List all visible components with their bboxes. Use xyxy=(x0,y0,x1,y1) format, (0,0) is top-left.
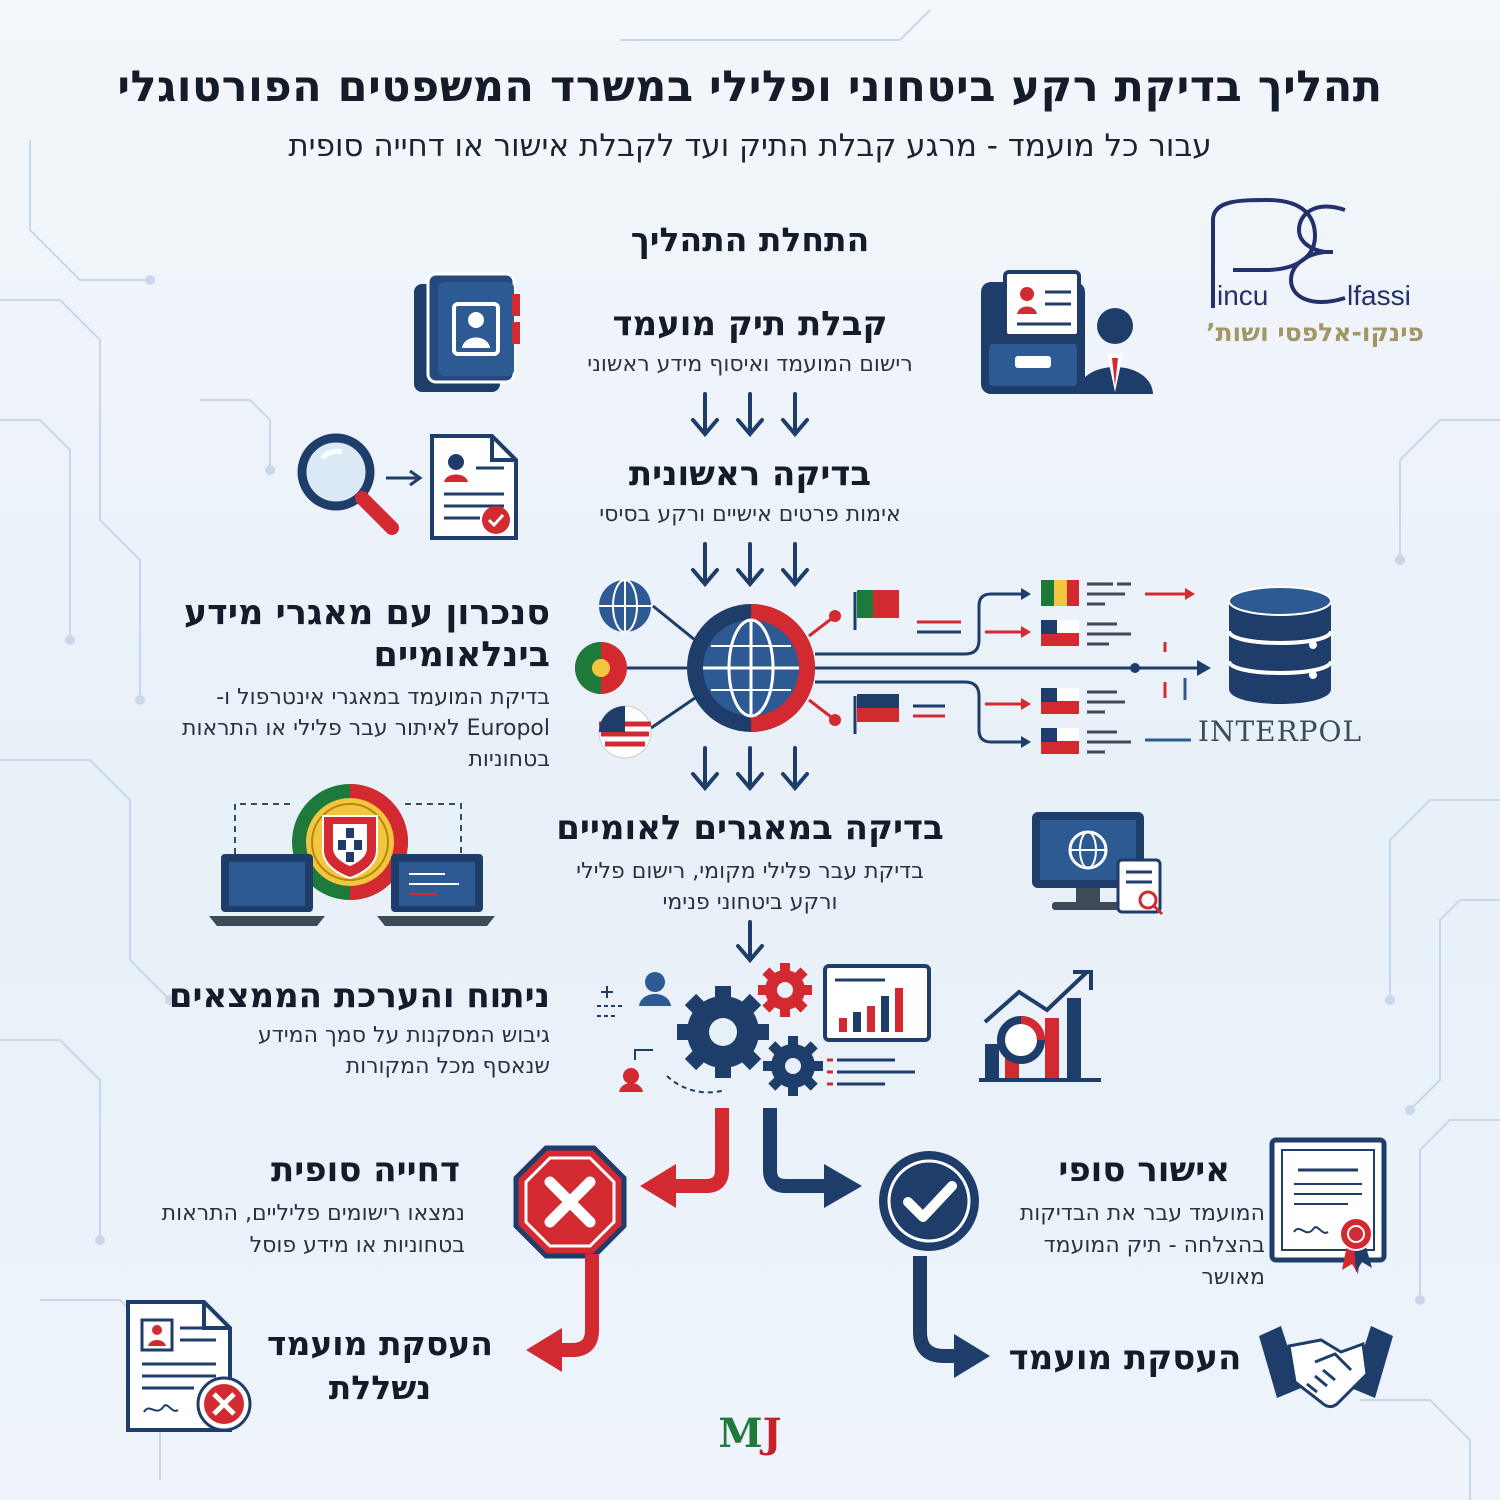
gears-analysis-illustration xyxy=(597,963,931,1096)
small-right-arrow xyxy=(386,469,423,487)
decision-branches xyxy=(640,1108,862,1208)
national-network-illustration xyxy=(209,784,495,926)
flag-icon xyxy=(853,590,899,734)
globe-hub-network xyxy=(575,579,1211,759)
approval-outcome-arrow xyxy=(913,1256,990,1378)
rejected-document-icon xyxy=(126,1300,252,1432)
logo-hebrew-name: פינקו-אלפסי ושות’ xyxy=(1205,318,1425,347)
step-3-desc: בדיקת המועמד במאגרי אינטרפול ו-Europol ל… xyxy=(182,685,550,772)
portugal-flag-icon xyxy=(575,642,627,694)
approval-desc: המועמד עבר את הבדיקות בהצלחה - תיק המועמ… xyxy=(1019,1201,1265,1290)
pe-monogram-icon xyxy=(1211,197,1346,308)
step-2-desc: אימות פרטים אישיים ורקע בסיסי xyxy=(599,502,901,527)
negative-outcome-label: העסקת מועמד נשללת xyxy=(267,1324,493,1407)
document-check-icon xyxy=(430,434,518,540)
rejection-title: דחייה סופית xyxy=(271,1150,460,1190)
logo-name-left: incu xyxy=(1217,280,1269,311)
magnifier-icon xyxy=(297,433,399,535)
portugal-emblem-icon xyxy=(292,784,408,900)
firm-logo: incu lfassi xyxy=(1195,196,1435,316)
globe-small-icon xyxy=(599,579,651,633)
rejection-desc: נמצאו רישומים פליליים, התראות בטחוניות א… xyxy=(161,1201,465,1258)
database-icon xyxy=(1227,586,1333,704)
country-flags xyxy=(1041,580,1079,754)
footer-logo-m: M xyxy=(718,1410,763,1457)
step-2-title: בדיקה ראשונית xyxy=(628,454,872,494)
check-circle-icon xyxy=(879,1151,979,1251)
gears-icon xyxy=(666,963,823,1096)
step-5-title: ניתוח והערכת הממצאים xyxy=(168,976,550,1016)
profile-folder-icon xyxy=(414,272,520,392)
monitor-globe-icon xyxy=(1032,812,1164,916)
globe-hub-icon xyxy=(687,604,815,732)
page-title: תהליך בדיקת רקע ביטחוני ופלילי במשרד המש… xyxy=(117,62,1383,112)
database-label: INTERPOL xyxy=(1197,715,1363,748)
report-chart-icon xyxy=(823,964,931,1086)
step-4-desc: בדיקת עבר פלילי מקומי, רישום פלילי ורקע … xyxy=(576,859,924,915)
positive-outcome-label: העסקת מועמד xyxy=(1008,1338,1242,1378)
stop-x-icon xyxy=(513,1145,627,1259)
certificate-icon xyxy=(1269,1137,1387,1274)
step-4-title: בדיקה במאגרים לאומיים xyxy=(556,808,944,848)
rejection-outcome-arrow xyxy=(526,1254,599,1372)
process-start-label: התחלת התהליך xyxy=(630,220,870,259)
handshake-icon xyxy=(1259,1326,1393,1409)
logo-name-right: lfassi xyxy=(1347,280,1411,311)
footer-logo: MJ xyxy=(700,1410,800,1457)
down-arrows-2 xyxy=(691,542,809,588)
down-arrows-1 xyxy=(691,392,809,438)
footer-logo-j: J xyxy=(762,1410,782,1457)
bar-chart-icon xyxy=(979,970,1101,1082)
laptop-icon xyxy=(209,854,325,926)
step-3-title: סנכרון עם מאגרי מידע בינלאומיים xyxy=(183,593,550,675)
laptop-icon-2 xyxy=(377,854,495,926)
step-5-desc: גיבוש המסקנות על סמך המידע שנאסף מכל המק… xyxy=(257,1023,550,1079)
step-1-title: קבלת תיק מועמד xyxy=(612,304,888,344)
usa-flag-round-icon xyxy=(598,705,652,759)
step-1-desc: רישום המועמד ואיסוף מידע ראשוני xyxy=(587,352,913,377)
down-arrows-3 xyxy=(691,746,809,792)
person-node-icon xyxy=(597,972,671,1092)
down-arrow-4 xyxy=(736,920,764,964)
approval-title: אישור סופי xyxy=(1058,1150,1230,1190)
candidate-file-icon xyxy=(981,270,1153,394)
page-subtitle: עבור כל מועמד - מרגע קבלת התיק ועד לקבלת… xyxy=(288,128,1212,164)
